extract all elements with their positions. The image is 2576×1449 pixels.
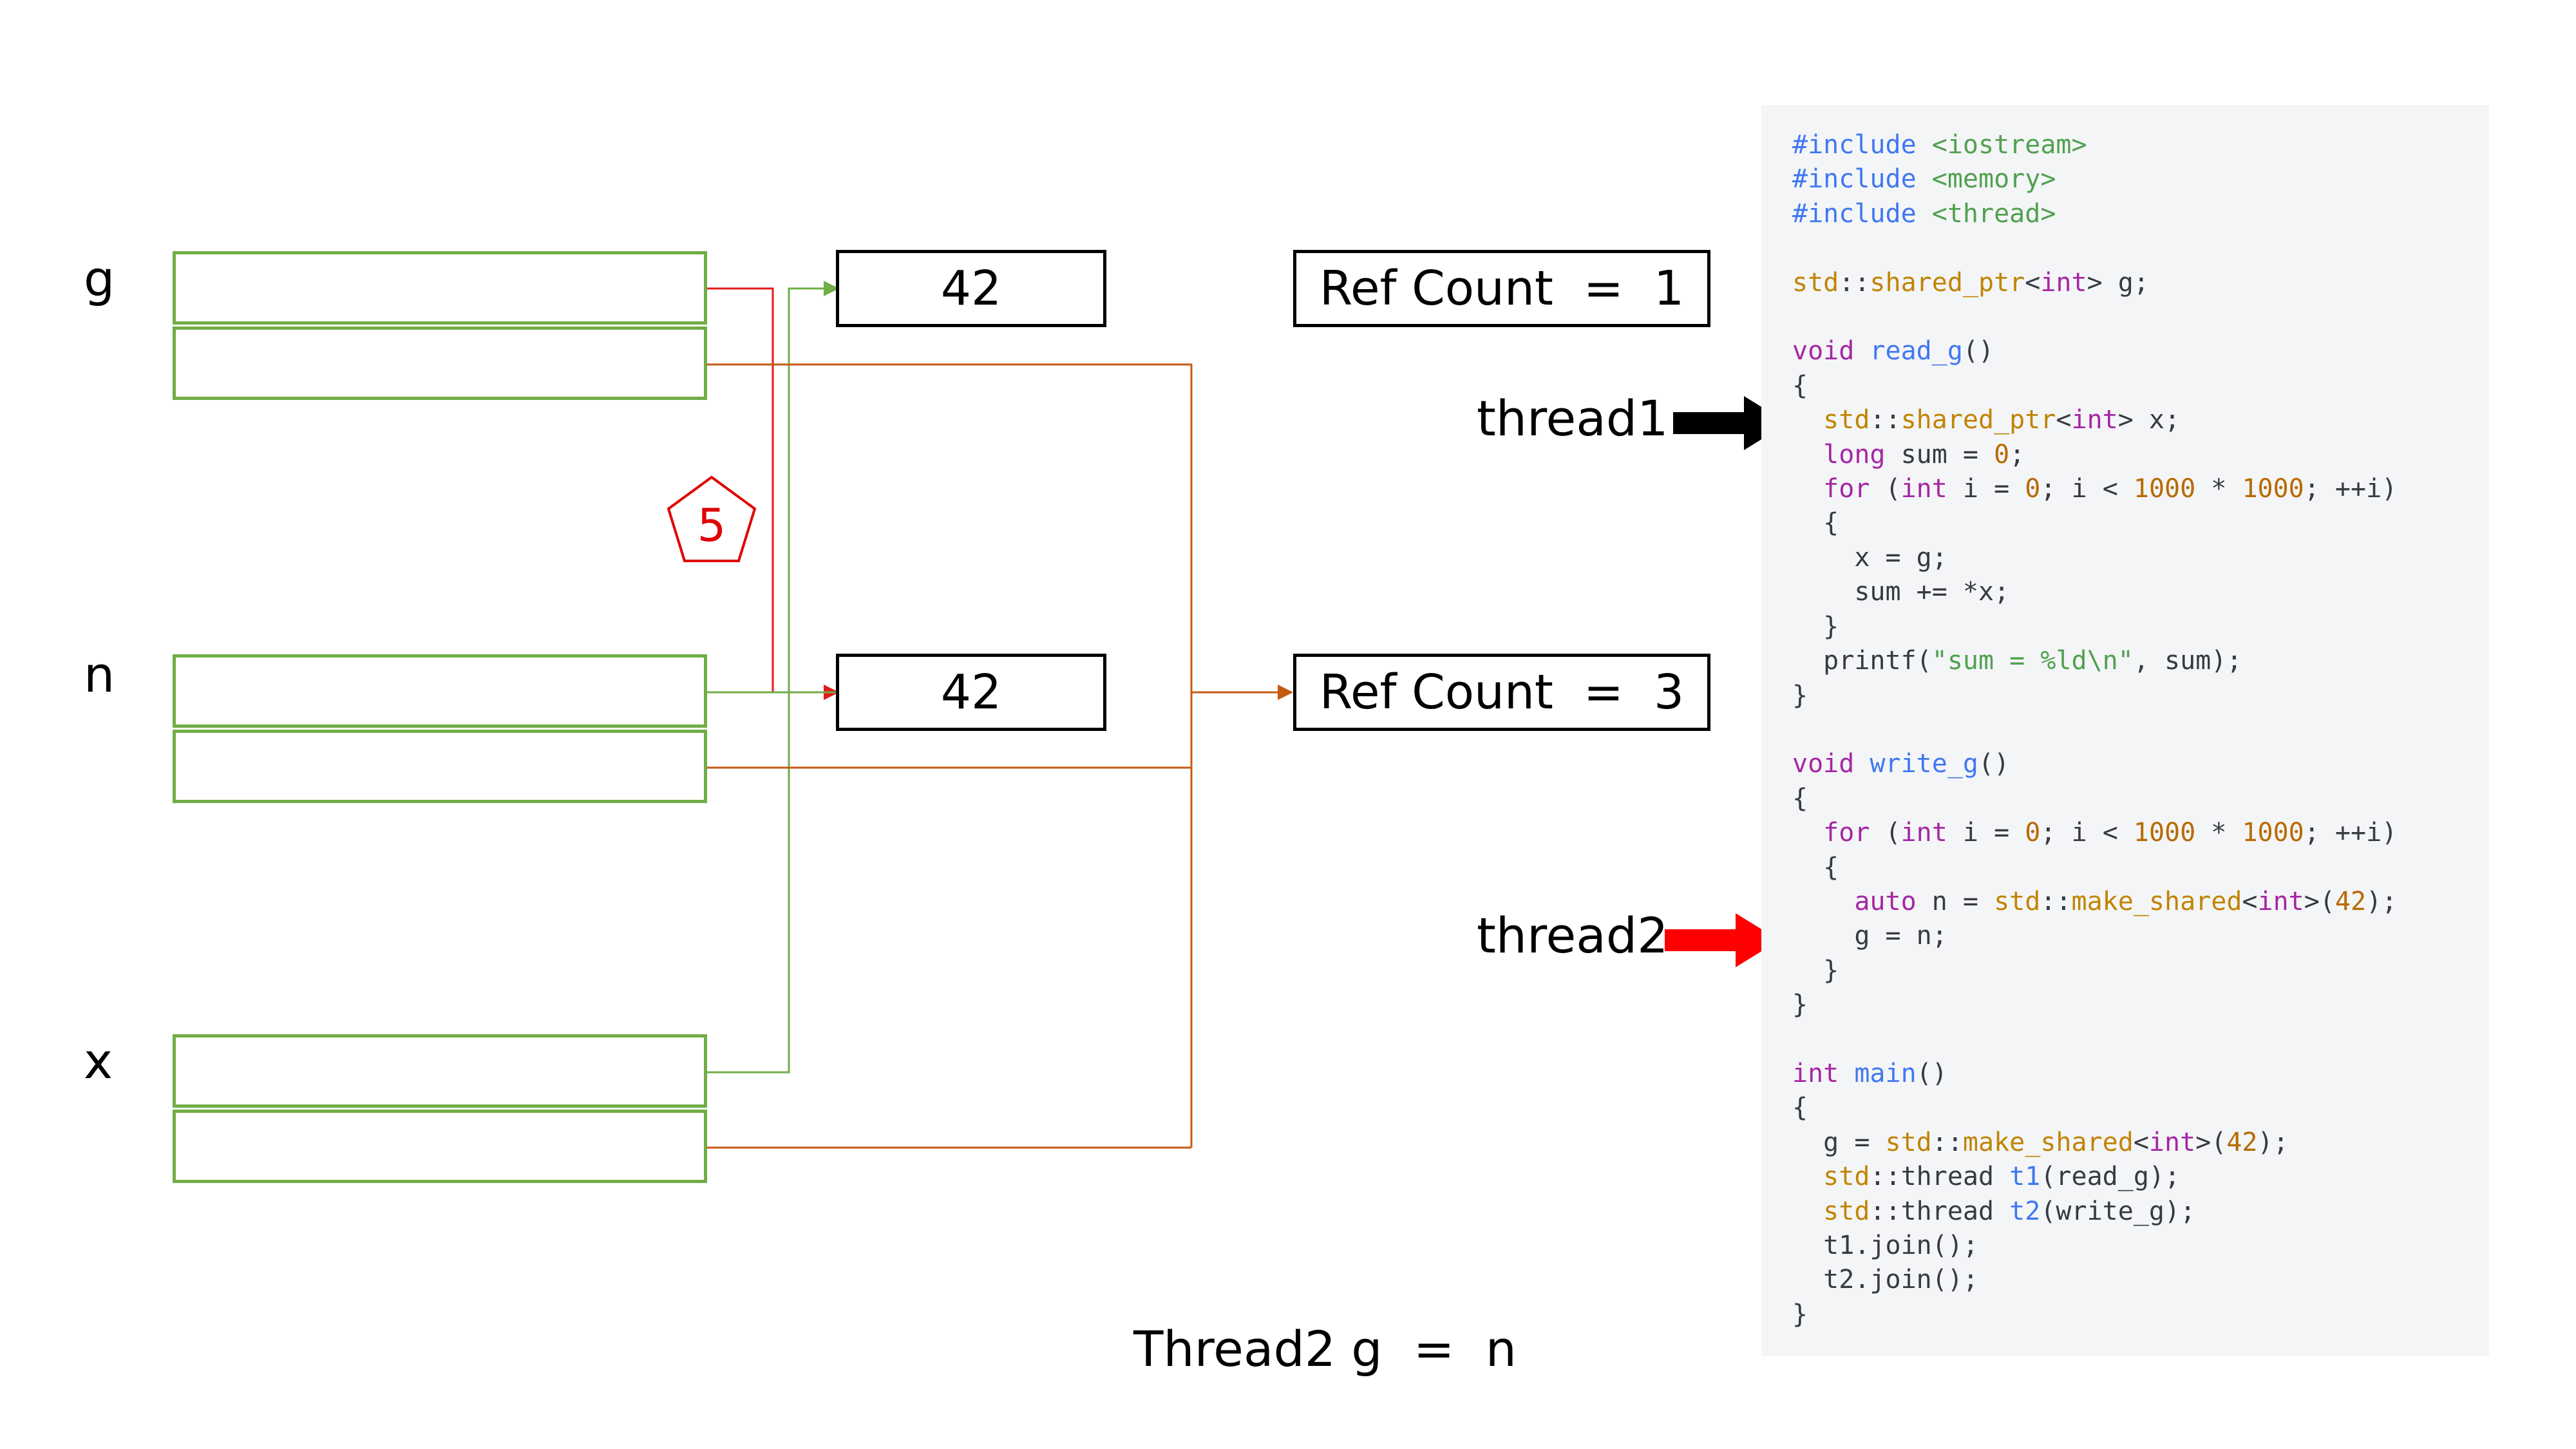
code-line: } xyxy=(1792,955,1839,985)
n-ctrl-slot xyxy=(173,730,707,803)
thread1-label: thread1 xyxy=(1477,390,1669,447)
code-line: { xyxy=(1792,852,1839,882)
value-box-bottom: 42 xyxy=(836,654,1106,731)
code-line: int main() xyxy=(1792,1058,1947,1088)
thread1-arrow-icon xyxy=(1673,396,1788,450)
code-line: { xyxy=(1792,1093,1808,1123)
x-ctrl-slot xyxy=(173,1110,707,1183)
g-ptr-slot xyxy=(173,251,707,325)
step-number: 5 xyxy=(697,499,726,552)
code-line: #include <thread> xyxy=(1792,198,2056,229)
code-line: g = n; xyxy=(1792,921,1947,951)
g-ctrl-slot xyxy=(173,327,707,400)
g-ctrl-link xyxy=(707,363,1193,1148)
thread2-label: thread2 xyxy=(1477,907,1669,964)
code-line: } xyxy=(1792,1299,1808,1329)
code-line: { xyxy=(1792,370,1808,401)
refcount-box-bottom: Ref Count = 3 xyxy=(1293,654,1710,731)
code-line: long sum = 0; xyxy=(1823,439,2025,469)
code-line: g = std::make_shared<int>(42); xyxy=(1792,1127,2289,1157)
code-line: } xyxy=(1792,680,1808,710)
code-line: std::thread t1(read_g); xyxy=(1823,1162,2181,1192)
refcount-box-top: Ref Count = 1 xyxy=(1293,250,1710,327)
code-line: printf("sum = %ld\n", sum); xyxy=(1792,646,2242,676)
code-panel: #include <iostream> #include <memory> #i… xyxy=(1761,105,2489,1356)
value-box-top: 42 xyxy=(836,250,1106,327)
code-line: std::thread t2(write_g); xyxy=(1823,1196,2196,1226)
code-line: #include <memory> xyxy=(1792,164,2056,194)
code-line: void write_g() xyxy=(1792,749,2010,779)
x-ptr-slot xyxy=(173,1034,707,1108)
code-line: t1.join(); xyxy=(1792,1231,1978,1260)
code-line: std::shared_ptr<int> x; xyxy=(1823,405,2181,435)
code-line: for (int i = 0; i < 1000 * 1000; ++i) xyxy=(1823,474,2398,504)
code-line: { xyxy=(1792,508,1839,538)
thread2-arrow-icon xyxy=(1665,913,1779,967)
code-line: t2.join(); xyxy=(1792,1265,1978,1295)
var-label-x: x xyxy=(84,1032,113,1090)
code-line: sum += *x; xyxy=(1792,577,2010,607)
code-line: { xyxy=(1792,783,1808,813)
n-ptr-slot xyxy=(173,654,707,728)
code-line: std::shared_ptr<int> g; xyxy=(1792,267,2149,298)
code-line: void read_g() xyxy=(1792,336,1994,366)
code-line: for (int i = 0; i < 1000 * 1000; ++i) xyxy=(1823,818,2398,848)
pentagon-icon xyxy=(667,475,757,562)
code-listing: #include <iostream> #include <memory> #i… xyxy=(1792,128,2489,1332)
var-label-g: g xyxy=(84,250,115,307)
code-line: } xyxy=(1792,611,1839,641)
code-line: #include <iostream> xyxy=(1792,130,2087,160)
step-badge: 5 xyxy=(663,473,760,570)
x-data-link xyxy=(707,281,839,1074)
code-line: x = g; xyxy=(1792,542,1947,573)
code-line: } xyxy=(1792,990,1808,1020)
slide-caption: Thread2 g = n xyxy=(1133,1320,1517,1378)
code-line: auto n = std::make_shared<int>(42); xyxy=(1854,886,2398,916)
var-label-n: n xyxy=(84,646,115,703)
